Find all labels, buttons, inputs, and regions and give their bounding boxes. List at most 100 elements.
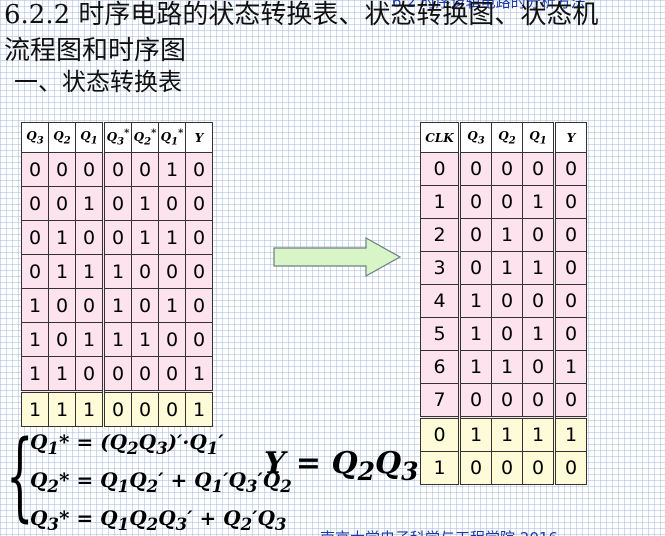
table-cell: 0	[459, 185, 492, 219]
table-cell: 5	[420, 317, 461, 351]
table-cell: 1	[75, 254, 105, 289]
table-cell: 0	[185, 152, 213, 187]
table-cell: 0	[158, 390, 186, 427]
equation-brace: {	[6, 420, 34, 532]
header-q2: Q2	[491, 122, 523, 153]
table-cell: 1	[491, 416, 523, 452]
output-equation: Y = Q2Q3	[264, 446, 419, 486]
table-cell: 7	[420, 383, 461, 418]
table-cell: 0	[459, 383, 492, 418]
section-heading: 一、状态转换表	[14, 68, 182, 96]
table-cell: 0	[522, 350, 556, 384]
table-cell: 0	[554, 185, 587, 219]
table-cell: 0	[102, 186, 132, 221]
table-cell: 1	[522, 185, 556, 219]
table-cell: 0	[491, 152, 523, 186]
table-cell: 1	[459, 317, 492, 351]
footer-banner: 南京大学电子科学与工程学院 2016	[320, 526, 665, 536]
table-cell: 0	[491, 451, 523, 485]
table-cell: 1	[522, 416, 556, 452]
table-cell: 6	[420, 350, 461, 384]
table-cell: 0	[21, 254, 49, 289]
table-cell: 0	[131, 390, 159, 427]
table-header-row: Q3 Q2 Q1 Q3* Q2* Q1* Y	[21, 122, 213, 153]
table-cell: 4	[420, 284, 461, 318]
table-cell: 0	[554, 218, 587, 252]
table-cell: 0	[491, 317, 523, 351]
table-cell: 0	[102, 356, 132, 392]
table-cell: 0	[491, 383, 523, 418]
table-cell: 1	[131, 186, 159, 221]
table-cell: 1	[420, 451, 461, 485]
header-q2: Q2	[48, 122, 76, 153]
table-cell: 0	[554, 451, 587, 485]
table-cell: 0	[459, 451, 492, 485]
table-cell: 0	[554, 317, 587, 351]
table-cell: 1	[491, 350, 523, 384]
table-header-row: CLK Q3 Q2 Q1 Y	[420, 122, 587, 153]
table-cell: 0	[185, 186, 213, 221]
table-cell: 1	[522, 251, 556, 285]
table-cell: 0	[48, 322, 76, 357]
header-q1: Q1	[522, 122, 556, 153]
header-q1-next: Q1*	[158, 122, 186, 153]
table-cell: 0	[131, 152, 159, 187]
table-cell: 1	[459, 350, 492, 384]
table-cell: 1	[102, 322, 132, 357]
equation-q3: Q3* = Q1Q2Q3′ + Q2′Q3	[30, 506, 287, 534]
table-cell: 0	[522, 152, 556, 186]
table-cell: 0	[420, 416, 461, 452]
table-cell: 1	[459, 416, 492, 452]
table-cell: 1	[522, 317, 556, 351]
table-cell: 1	[554, 350, 587, 384]
equation-q2: Q2* = Q1Q2′ + Q1′Q3′Q2	[30, 468, 292, 496]
table-cell: 1	[459, 284, 492, 318]
table-cell: 1	[75, 390, 105, 427]
table-cell: 0	[102, 220, 132, 255]
header-y: Y	[185, 122, 213, 153]
table-cell: 0	[522, 218, 556, 252]
table-cell: 0	[185, 288, 213, 323]
right-arrow-icon	[273, 236, 402, 278]
table-cell: 0	[131, 356, 159, 392]
table-cell: 0	[554, 152, 587, 186]
table-cell: 0	[158, 254, 186, 289]
table-cell: 0	[48, 152, 76, 187]
header-clk: CLK	[420, 122, 461, 153]
table-cell: 0	[75, 152, 105, 187]
page-title-continued: 流程图和时序图	[4, 36, 187, 66]
table-cell: 1	[48, 390, 76, 427]
table-cell: 1	[158, 220, 186, 255]
table-cell: 1	[21, 288, 49, 323]
table-cell: 1	[75, 322, 105, 357]
table-cell: 1	[554, 416, 587, 452]
table-cell: 3	[420, 251, 461, 285]
header-q2-next: Q2*	[131, 122, 159, 153]
table-cell: 1	[158, 152, 186, 187]
table-cell: 1	[48, 254, 76, 289]
table-cell: 0	[158, 356, 186, 392]
table-cell: 0	[158, 322, 186, 357]
table-cell: 0	[75, 288, 105, 323]
table-cell: 0	[102, 390, 132, 427]
table-cell: 0	[131, 288, 159, 323]
table-cell: 0	[131, 254, 159, 289]
table-cell: 0	[491, 185, 523, 219]
table-cell: 1	[185, 390, 213, 427]
table-cell: 1	[21, 390, 49, 427]
table-cell: 0	[554, 383, 587, 418]
table-cell: 0	[522, 284, 556, 318]
table-cell: 0	[21, 186, 49, 221]
